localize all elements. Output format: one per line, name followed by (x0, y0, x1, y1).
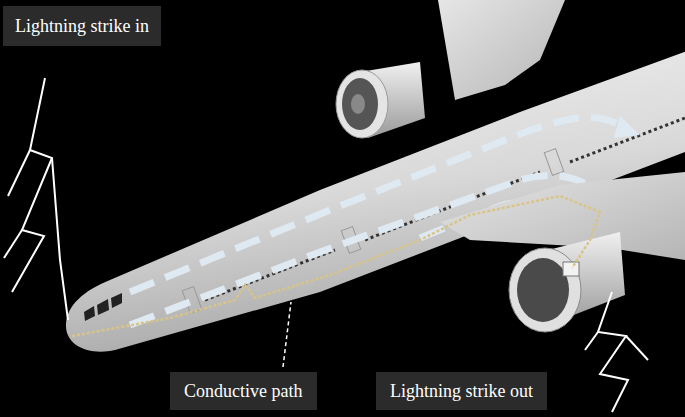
far-engine (336, 62, 425, 138)
leader-line (283, 302, 291, 367)
label-box: Lightning strike in (3, 6, 161, 46)
label-box: Lightning strike out (376, 372, 547, 410)
label-box: Conductive path (170, 372, 317, 410)
conductive-path-line (72, 196, 600, 336)
fuselage (66, 50, 685, 352)
far-wing (438, 0, 565, 100)
label-text: Lightning strike in (15, 15, 161, 37)
label-text: Lightning strike out (390, 380, 547, 402)
label-text: Conductive path (184, 380, 317, 402)
cockpit-windows (84, 293, 122, 321)
near-engine (509, 232, 625, 332)
lightning-bolt (4, 78, 648, 412)
